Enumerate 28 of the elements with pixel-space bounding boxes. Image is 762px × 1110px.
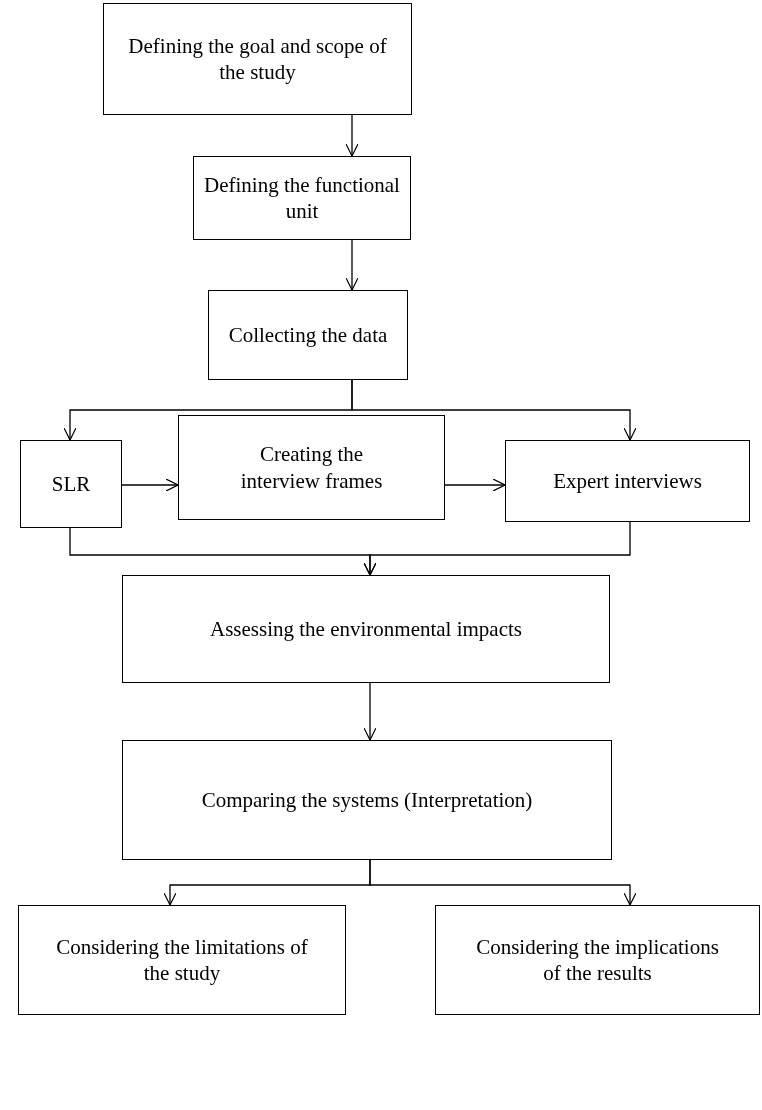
- process-box: [18, 905, 346, 1015]
- process-box: [178, 415, 445, 520]
- process-box: [103, 3, 412, 115]
- process-box: [435, 905, 760, 1015]
- arrow: [345, 114, 359, 157]
- arrow: [351, 379, 637, 441]
- arrow: [363, 521, 631, 576]
- process-box: [122, 575, 610, 683]
- step-text: Collecting the data: [228, 321, 388, 349]
- step-text: Defining the goal and scope of the study: [127, 32, 388, 86]
- step-text: Assessing the environmental impacts: [210, 615, 522, 643]
- step-text: Expert interviews: [553, 467, 702, 495]
- process-box: [20, 440, 122, 528]
- step-text: Creating the interview frames: [239, 441, 384, 494]
- step-text: Comparing the systems (Interpretation): [201, 786, 533, 814]
- step-text: Defining the functional unit: [203, 171, 401, 225]
- arrow: [444, 478, 506, 492]
- step-text: Considering the implications of the results: [475, 933, 720, 987]
- step-text: Considering the limitations of the study: [55, 933, 309, 987]
- step-text: SLR: [51, 470, 91, 498]
- process-box: [505, 440, 750, 522]
- arrow: [121, 478, 179, 492]
- arrow: [369, 859, 637, 906]
- process-box: [208, 290, 408, 380]
- arrow: [345, 239, 359, 291]
- process-box: [193, 156, 411, 240]
- arrow: [363, 682, 377, 741]
- process-box: [122, 740, 612, 860]
